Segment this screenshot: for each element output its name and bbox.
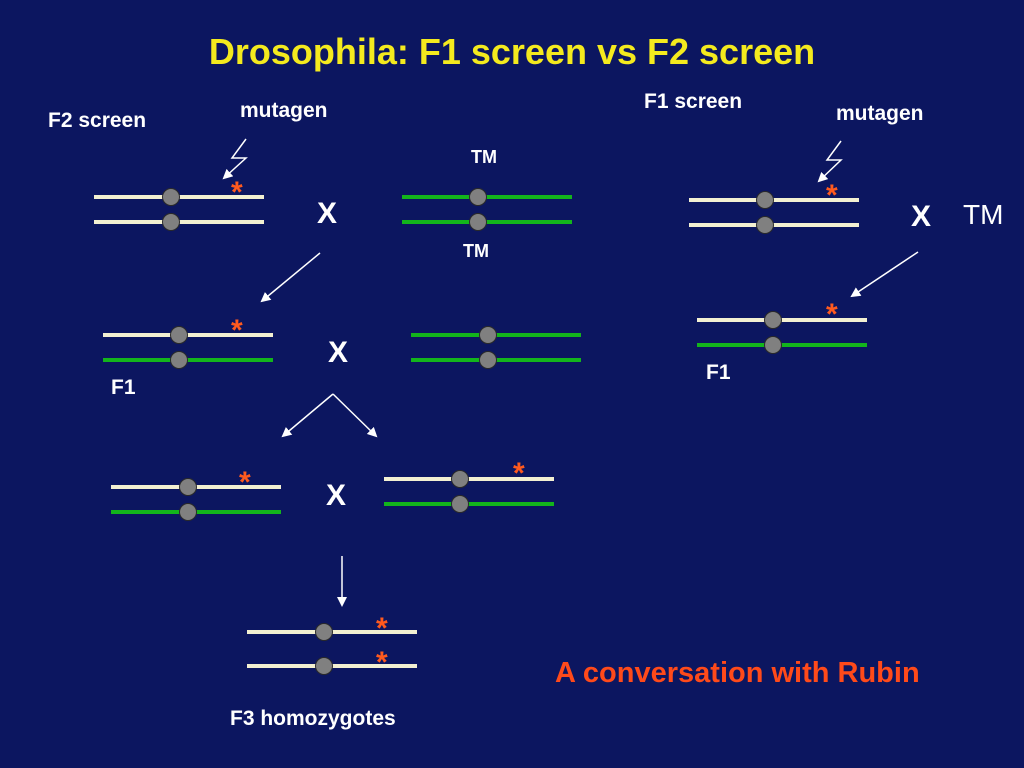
centromere (170, 326, 188, 344)
f2-sibling-left-mutation-marker: * (239, 466, 251, 499)
centromere (469, 213, 487, 231)
f1-mutagen-lightning-icon (817, 140, 843, 183)
centromere (764, 336, 782, 354)
f1-tm-label: TM (963, 199, 1004, 230)
f1-offspring-pair (697, 311, 867, 354)
centromere (756, 216, 774, 234)
f1-arrow-to-f1 (850, 251, 919, 298)
centromere (179, 478, 197, 496)
centromere (315, 623, 333, 641)
centromere (479, 326, 497, 344)
f3-homozygotes-label: F3 homozygotes (230, 707, 396, 730)
credit-text: A conversation with Rubin (555, 657, 920, 689)
centromere (179, 503, 197, 521)
f2-cross-symbol-2: X (328, 336, 349, 369)
f3-mutation-marker-top: * (376, 612, 388, 645)
f2-cross-symbol-3: X (326, 479, 347, 512)
centromere (469, 188, 487, 206)
f2-mutagen-lightning-icon (222, 138, 248, 180)
f2-arrow-to-f1 (260, 252, 321, 303)
f1-parent-mutagenized-pair (689, 191, 859, 234)
centromere (162, 188, 180, 206)
tm-label-top: TM (471, 147, 497, 167)
f3-homozygote-pair (247, 623, 417, 675)
centromere (764, 311, 782, 329)
centromere (315, 657, 333, 675)
f1-mutation-marker: * (826, 179, 838, 212)
centromere (162, 213, 180, 231)
f2-f1-pair (103, 326, 273, 369)
f1-cross-symbol: X (911, 200, 932, 233)
f2-arrow-split-left (281, 393, 334, 438)
centromere (170, 351, 188, 369)
f2-arrow-split-right (332, 393, 378, 438)
f2-sibling-pair-right (384, 470, 554, 513)
f2-sibling-pair-left (111, 478, 281, 521)
f2-parent-balancer-pair (402, 188, 572, 231)
centromere (451, 495, 469, 513)
f2-f1-label: F1 (111, 376, 136, 399)
f2-f1-partner-balancer-pair (411, 326, 581, 369)
centromere (479, 351, 497, 369)
tm-label-bottom: TM (463, 241, 489, 261)
f1-mutagen-label: mutagen (836, 102, 924, 125)
f2-cross-symbol-1: X (317, 197, 338, 230)
f2-f1-mutation-marker: * (231, 314, 243, 347)
f1-screen-heading: F1 screen (644, 90, 743, 113)
f3-mutation-marker-bottom: * (376, 646, 388, 679)
centromere (451, 470, 469, 488)
centromere (756, 191, 774, 209)
f1-offspring-mutation-marker: * (826, 298, 838, 331)
f2-screen-heading: F2 screen (48, 109, 147, 132)
f2-sibling-right-mutation-marker: * (513, 457, 525, 490)
f2-mutagen-label: mutagen (240, 99, 328, 122)
f2-parent-mutagenized-pair (94, 188, 264, 231)
slide-title: Drosophila: F1 screen vs F2 screen (208, 31, 816, 72)
f2-mutation-marker: * (231, 176, 243, 209)
f1-offspring-label: F1 (706, 361, 731, 384)
